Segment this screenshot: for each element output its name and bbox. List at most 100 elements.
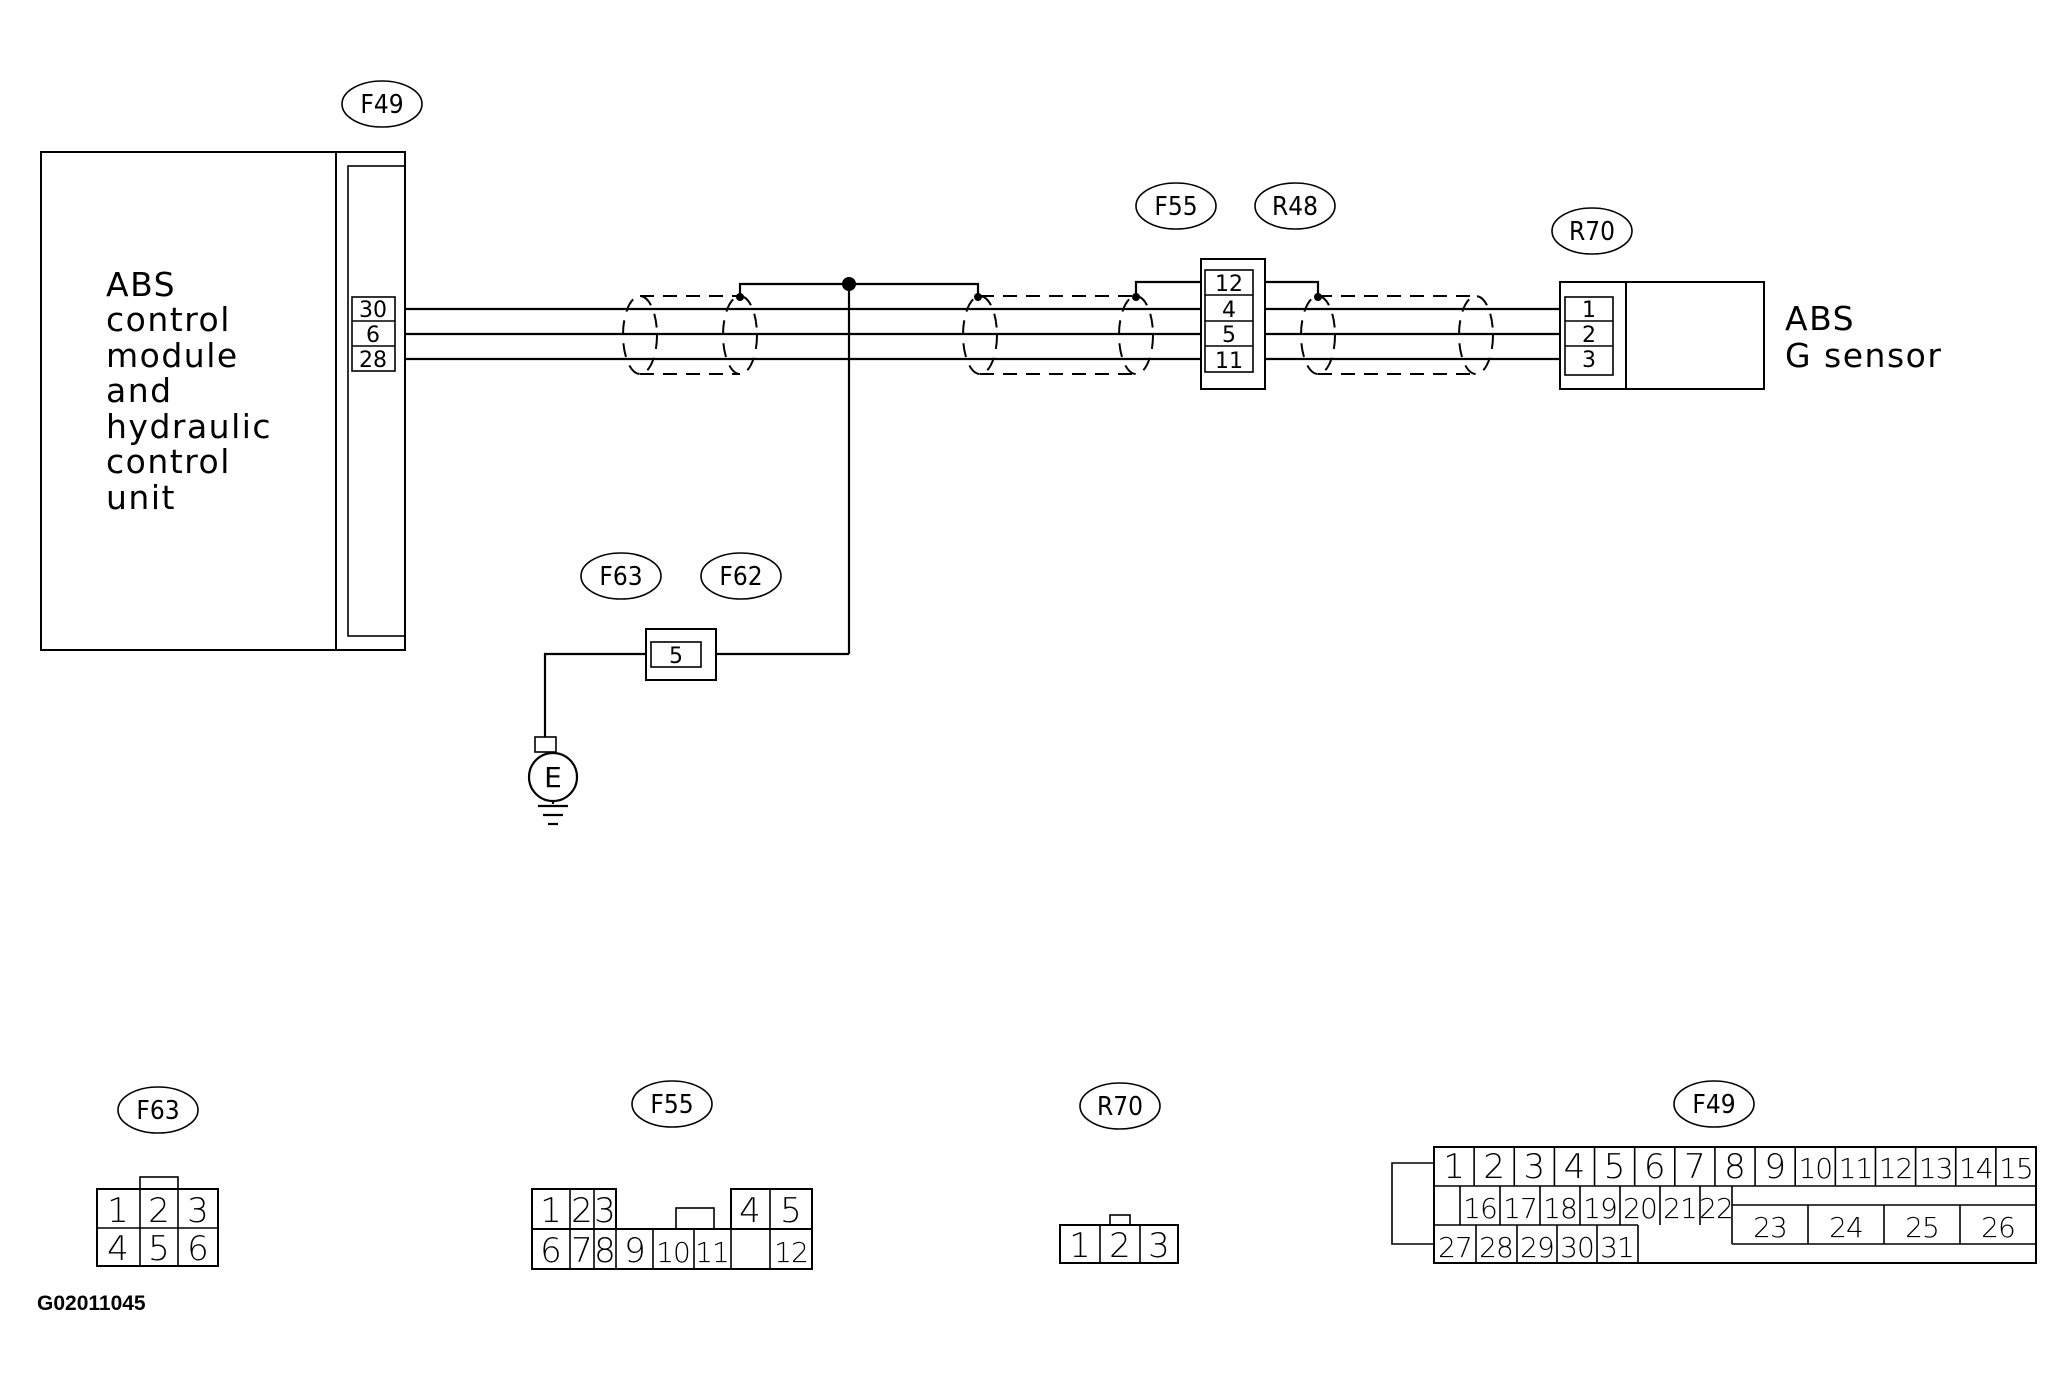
f49-cell-5: 5 [1604, 1147, 1626, 1187]
tag-f62-mid: F62 [700, 552, 782, 600]
f49-cell-17: 17 [1503, 1192, 1537, 1225]
abs-g-sensor: ABS G sensor [1625, 281, 1942, 390]
f49-cell-8: 8 [1724, 1147, 1746, 1187]
f49-cell-2: 2 [1483, 1147, 1505, 1187]
f49-cell-12: 12 [1879, 1152, 1913, 1185]
r70-connector: 1 2 3 [1559, 281, 1627, 390]
r70-face-view: 1 2 3 [1059, 1214, 1179, 1266]
f49-cell-28: 28 [1479, 1231, 1513, 1264]
r70-pin-1: 1 [1582, 298, 1596, 323]
f63-cell-1: 1 [107, 1191, 129, 1231]
f49-cell-6: 6 [1644, 1147, 1666, 1187]
ground-circuit: 5 E [527, 628, 849, 826]
f63-face-view: 1 2 3 4 5 6 [96, 1176, 219, 1269]
f49-cell-11: 11 [1839, 1152, 1873, 1185]
module-label-line-1: ABS [106, 265, 176, 304]
f49-cell-21: 21 [1663, 1192, 1697, 1225]
f49-cell-9: 9 [1764, 1147, 1786, 1187]
tag-r70-top: R70 [1551, 207, 1633, 255]
f49-cell-29: 29 [1520, 1231, 1554, 1264]
module-pin-30: 30 [359, 298, 387, 323]
f49-cell-20: 20 [1623, 1192, 1657, 1225]
f55-r48-connector: 12 4 5 11 [1200, 258, 1266, 390]
f49-cell-13: 13 [1919, 1152, 1953, 1185]
svg-text:F55: F55 [1154, 192, 1197, 222]
module-label-line-3: module [106, 336, 239, 375]
f55-cell-1: 1 [540, 1191, 562, 1231]
f49-cell-3: 3 [1524, 1147, 1546, 1187]
wire-harness [405, 277, 1560, 654]
f49-cell-26: 26 [1981, 1211, 2015, 1244]
shield-segment-2 [962, 295, 1154, 375]
r70-cell-1: 1 [1069, 1226, 1091, 1266]
f55-pin-5: 5 [1222, 323, 1236, 348]
tag-f55-bottom: F55 [631, 1080, 713, 1128]
f49-cell-16: 16 [1463, 1192, 1497, 1225]
f55-cell-9: 9 [624, 1231, 646, 1271]
svg-text:R48: R48 [1272, 192, 1318, 222]
r70-pin-3: 3 [1582, 348, 1596, 373]
tag-f49-top: F49 [341, 80, 423, 128]
tag-f63-bottom: F63 [117, 1086, 199, 1134]
f55-cell-2: 2 [571, 1191, 593, 1231]
f55-pin-12: 12 [1215, 272, 1243, 297]
tag-f63-mid: F63 [580, 552, 662, 600]
f49-cell-10: 10 [1798, 1152, 1832, 1185]
f49-cell-4: 4 [1564, 1147, 1586, 1187]
svg-text:R70: R70 [1097, 1092, 1143, 1122]
ground-connector-pin-5: 5 [669, 644, 683, 669]
sensor-label-line-1: ABS [1785, 299, 1855, 338]
f55-cell-3: 3 [594, 1191, 616, 1231]
shield-segment-3 [1300, 295, 1494, 375]
r70-cell-2: 2 [1109, 1226, 1131, 1266]
f55-pin-4: 4 [1222, 298, 1236, 323]
module-label-line-5: hydraulic [106, 407, 272, 446]
module-pin-28: 28 [359, 348, 387, 373]
f63-cell-2: 2 [148, 1191, 170, 1231]
f63-cell-4: 4 [107, 1229, 129, 1269]
f49-cell-31: 31 [1600, 1231, 1634, 1264]
module-label-line-7: unit [106, 478, 176, 517]
f49-cell-15: 15 [1999, 1152, 2033, 1185]
r70-cell-3: 3 [1148, 1226, 1170, 1266]
f55-pin-11: 11 [1215, 349, 1243, 374]
f49-cell-27: 27 [1438, 1231, 1472, 1264]
sensor-label-line-2: G sensor [1785, 336, 1942, 375]
shield-segment-1 [622, 295, 758, 375]
module-label-line-6: control [106, 442, 231, 481]
svg-text:F62: F62 [719, 562, 762, 592]
ground-label: E [544, 761, 562, 794]
f49-cell-30: 30 [1560, 1231, 1594, 1264]
f55-cell-4: 4 [739, 1191, 761, 1231]
f55-cell-5: 5 [780, 1191, 802, 1231]
svg-text:F49: F49 [1692, 1090, 1735, 1120]
f55-cell-10: 10 [656, 1236, 690, 1269]
f63-cell-3: 3 [187, 1191, 209, 1231]
f49-cell-25: 25 [1905, 1211, 1939, 1244]
tag-r70-bottom: R70 [1079, 1082, 1161, 1130]
f49-cell-19: 19 [1583, 1192, 1617, 1225]
f63-cell-6: 6 [187, 1229, 209, 1269]
f55-face-view: 1 2 3 4 5 6 7 8 9 10 11 12 [531, 1188, 813, 1271]
f55-cell-6: 6 [540, 1231, 562, 1271]
f55-cell-8: 8 [594, 1231, 616, 1271]
f49-cell-7: 7 [1684, 1147, 1706, 1187]
r70-pin-2: 2 [1582, 323, 1596, 348]
module-pin-6: 6 [366, 323, 380, 348]
f63-cell-5: 5 [148, 1229, 170, 1269]
f49-cell-24: 24 [1829, 1211, 1863, 1244]
f49-cell-23: 23 [1753, 1211, 1787, 1244]
svg-text:F63: F63 [599, 562, 642, 592]
f49-cell-1: 1 [1443, 1147, 1465, 1187]
figure-code: G02011045 [37, 1292, 146, 1315]
tag-f49-bottom: F49 [1673, 1080, 1755, 1128]
svg-text:F55: F55 [650, 1090, 693, 1120]
tag-f55-top: F55 [1135, 182, 1217, 230]
svg-text:F49: F49 [360, 90, 403, 120]
f49-module-connector: 30 6 28 [335, 151, 406, 651]
f49-cell-14: 14 [1959, 1152, 1993, 1185]
module-label-line-4: and [106, 371, 173, 410]
f49-cell-18: 18 [1543, 1192, 1577, 1225]
